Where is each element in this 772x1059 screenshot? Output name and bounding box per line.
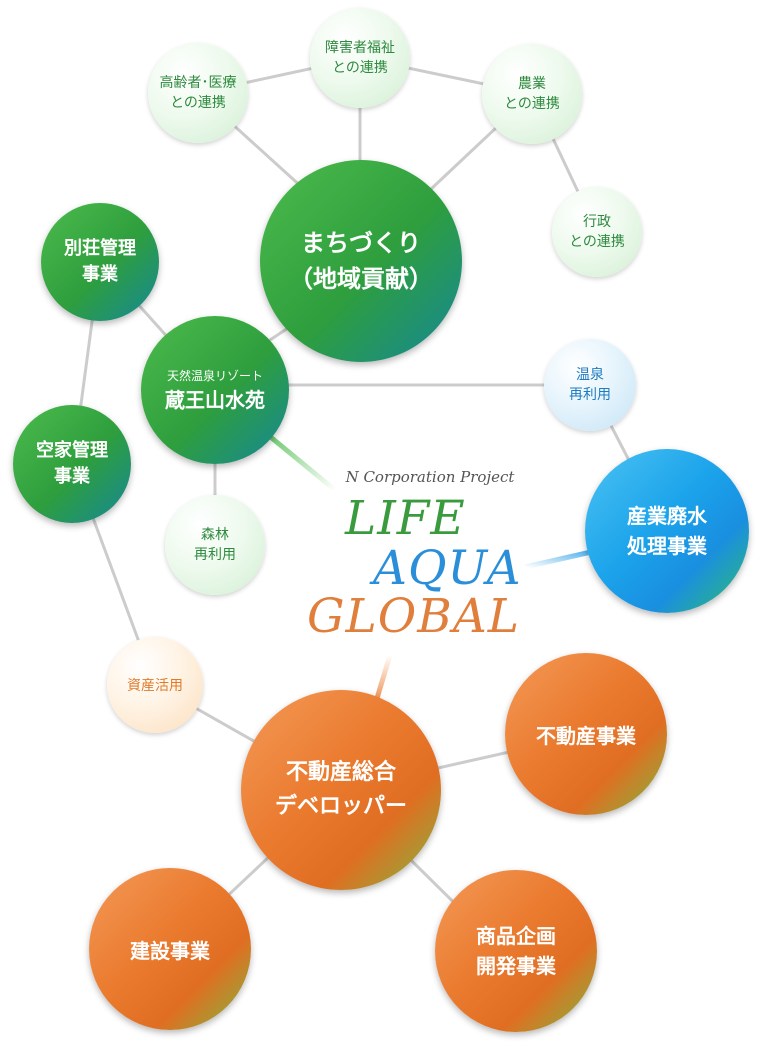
word-life: LIFE <box>345 491 466 546</box>
node-town-planning: まちづくり （地域貢献） <box>260 160 462 362</box>
word-global: GLOBAL <box>307 589 520 644</box>
node-vacant-house: 空家管理 事業 <box>13 405 131 523</box>
node-real-estate: 不動産事業 <box>505 653 667 815</box>
node-elderly-medical: 高齢者･医療 との連携 <box>148 43 248 143</box>
node-disability-welfare: 障害者福祉 との連携 <box>310 8 410 108</box>
node-administration: 行政 との連携 <box>552 187 642 277</box>
word-aqua: AQUA <box>373 541 522 596</box>
node-developer: 不動産総合 デベロッパー <box>241 690 441 890</box>
node-industrial-wastewater: 産業廃水 処理事業 <box>585 449 749 613</box>
node-villa-management: 別荘管理 事業 <box>41 203 159 321</box>
node-asset-utilization: 資産活用 <box>107 637 203 733</box>
link-resort-life <box>260 428 337 492</box>
node-zao-resort: 天然温泉リゾート 蔵王山水苑 <box>141 316 289 464</box>
project-label: N Corporation Project <box>345 468 515 486</box>
node-product-planning: 商品企画 開発事業 <box>435 870 597 1032</box>
node-construction: 建設事業 <box>89 868 251 1030</box>
node-hotspring-reuse: 温泉 再利用 <box>544 339 636 431</box>
node-forest-reuse: 森林 再利用 <box>165 495 265 595</box>
node-agriculture: 農業 との連携 <box>482 44 582 144</box>
